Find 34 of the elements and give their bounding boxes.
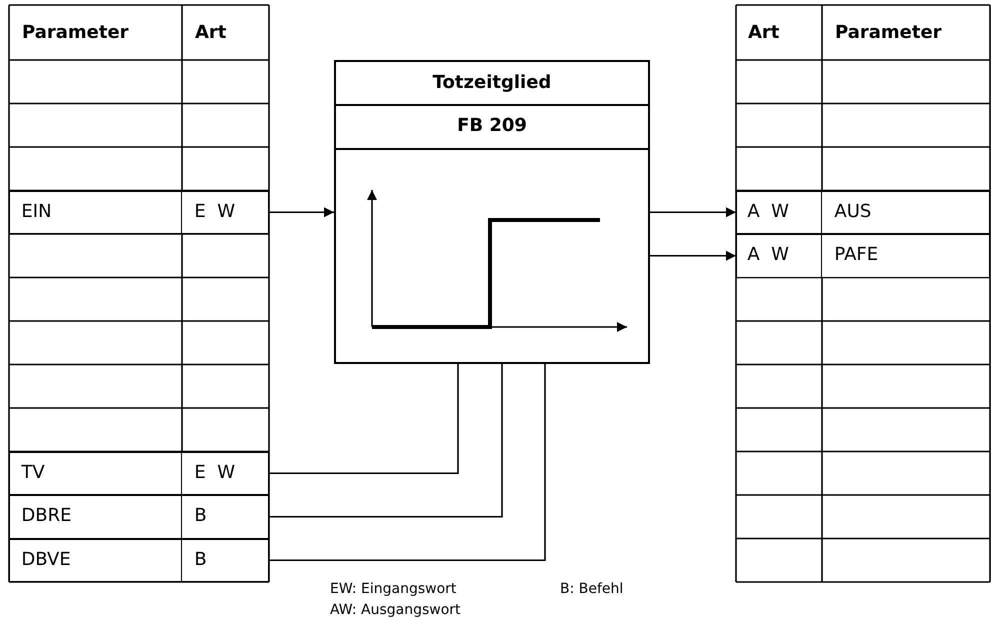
parameter-type: E W xyxy=(194,462,236,484)
connector-line xyxy=(268,363,503,518)
connector-line xyxy=(650,250,736,261)
table-row xyxy=(9,452,269,495)
parameter-type: E W xyxy=(194,200,236,223)
table-row xyxy=(736,234,990,278)
block-number: FB 209 xyxy=(456,115,528,136)
table-row xyxy=(9,495,269,538)
parameter-name: DBVE xyxy=(21,548,71,571)
table-row xyxy=(9,538,269,582)
parameter-name: AUS xyxy=(834,200,872,223)
connector-line xyxy=(269,207,334,218)
column-header: Art xyxy=(195,22,226,44)
parameter-name: DBRE xyxy=(21,505,72,528)
table-row xyxy=(736,190,990,234)
parameter-name: PAFE xyxy=(834,244,878,266)
column-header: Art xyxy=(748,22,780,44)
connector-line xyxy=(268,363,546,562)
parameter-type: A W xyxy=(747,200,789,223)
parameter-type: B xyxy=(194,505,207,528)
parameter-type: B xyxy=(194,548,207,571)
table-row xyxy=(9,190,269,234)
connector-line xyxy=(268,363,459,474)
column-header: Parameter xyxy=(835,22,942,44)
legend-note: B: Befehl xyxy=(560,580,624,598)
legend-note: EW: Eingangswort xyxy=(330,580,456,598)
parameter-name: TV xyxy=(21,462,45,484)
parameter-name: EIN xyxy=(21,200,52,223)
parameter-type: A W xyxy=(747,244,789,266)
block-title: Totzeitglied xyxy=(432,72,552,93)
function-block xyxy=(334,60,650,364)
connector-line xyxy=(650,207,736,218)
legend-note: AW: Ausgangswort xyxy=(330,601,461,619)
column-header: Parameter xyxy=(22,22,129,44)
